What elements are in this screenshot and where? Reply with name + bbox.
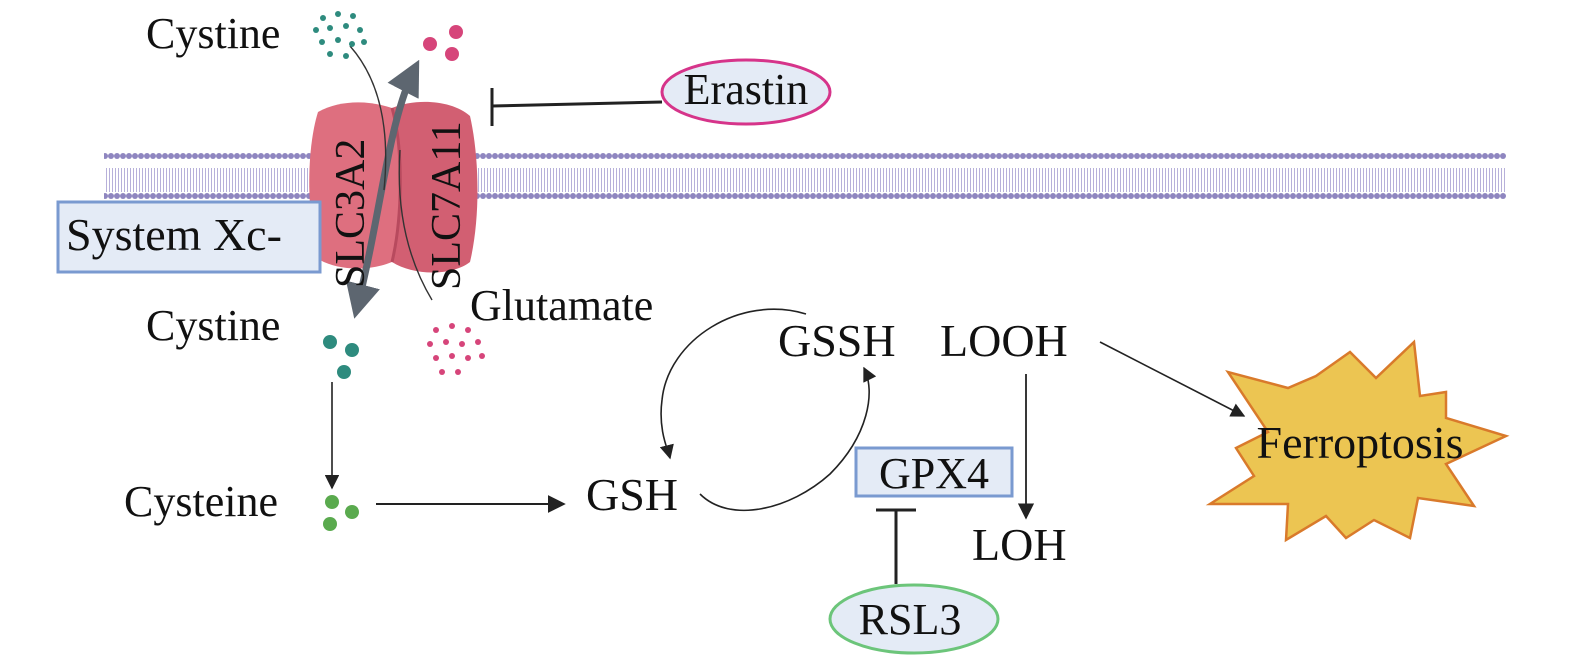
gpx4-label: GPX4	[879, 449, 989, 498]
glutamate-label: Glutamate	[470, 281, 653, 330]
gssh-label: GSSH	[778, 315, 896, 366]
cysteine-dots	[323, 495, 359, 531]
glutamate-extracellular-dots	[423, 25, 463, 61]
slc7a11-label: SLC7A11	[424, 121, 470, 290]
ferroptosis-starburst	[1205, 339, 1510, 543]
glutamate-export-path-lower	[398, 149, 433, 301]
cysteine-label: Cysteine	[124, 477, 278, 526]
cystine-intracellular-dots	[323, 335, 359, 379]
glutamate-export-path	[349, 45, 387, 191]
slc3a2-label: SLC3A2	[328, 139, 374, 288]
system-xc-label: System Xc-	[66, 209, 282, 260]
cystine-extracellular-dots	[313, 11, 367, 59]
ferroptosis-label: Ferroptosis	[1257, 417, 1464, 468]
gsh-label: GSH	[586, 469, 678, 520]
rsl3-ellipse	[828, 583, 1000, 655]
cystine-top-label: Cystine	[146, 9, 280, 58]
gssh-to-gsh-arrow	[659, 308, 807, 460]
rsl3-label: RSL3	[859, 595, 962, 644]
system-xc-box	[56, 200, 322, 274]
cystine-bottom-label: Cystine	[146, 301, 280, 350]
looh-to-ferroptosis-arrow	[1099, 341, 1246, 417]
looh-label: LOOH	[940, 315, 1068, 366]
loh-label: LOH	[972, 519, 1067, 570]
gsh-to-gssh-arrow	[699, 366, 877, 512]
glutamate-intracellular-dots	[427, 323, 485, 375]
gpx4-box	[854, 446, 1014, 498]
erastin-label: Erastin	[684, 65, 809, 114]
erastin-inhibition-line	[491, 100, 663, 108]
erastin-ellipse	[660, 58, 832, 126]
